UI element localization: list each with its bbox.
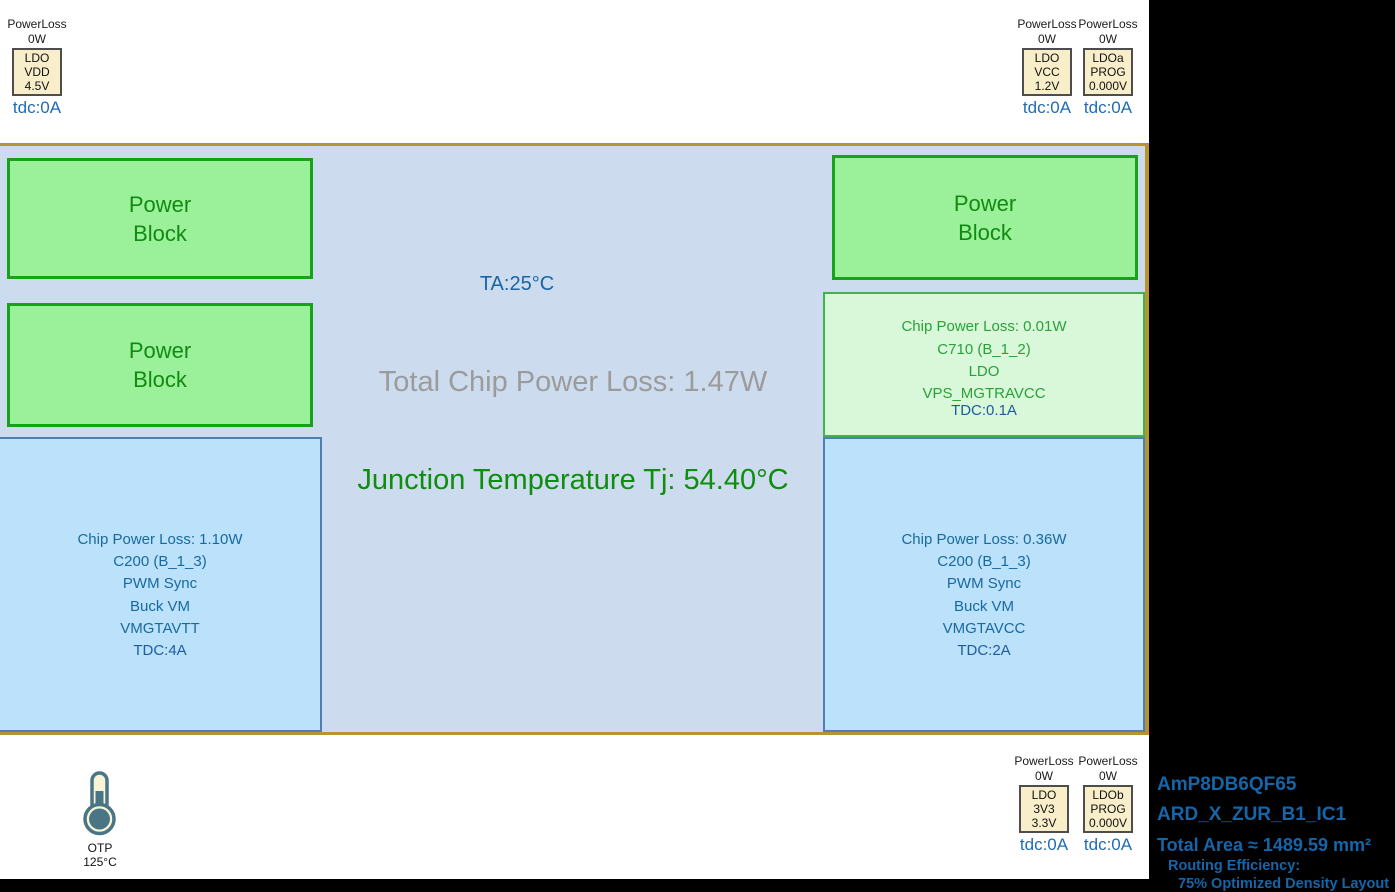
ldo-type: LDO bbox=[1034, 51, 1060, 65]
rail-part: C200 (B_1_3) bbox=[937, 552, 1031, 570]
ldoa-prog-box[interactable]: LDOa PROG 0.000V bbox=[1083, 48, 1133, 96]
tdc-value: tdc:0A bbox=[12, 98, 62, 117]
ldo-rail: VDD bbox=[24, 65, 50, 79]
tdc-value: tdc:0A bbox=[1083, 835, 1133, 854]
rail-tdc: TDC:2A bbox=[957, 642, 1011, 660]
tdc-value: tdc:0A bbox=[1083, 98, 1133, 117]
ldo-rail: VCC bbox=[1034, 65, 1060, 79]
powerloss-value: 0W bbox=[1038, 32, 1056, 46]
routing-efficiency-value: 75% Optimized Density Layout bbox=[1178, 876, 1390, 892]
design-name: ARD_X_ZUR_B1_IC1 bbox=[1157, 804, 1347, 825]
total-chip-power-loss-label: Total Chip Power Loss: 1.47W bbox=[378, 366, 768, 398]
total-area-label: Total Area ≈ 1489.59 mm² bbox=[1157, 835, 1371, 855]
rail-name: VPS_MGTRAVCC bbox=[922, 385, 1046, 403]
rail-vps-mgtravcc-block[interactable]: Chip Power Loss: 0.01W C710 (B_1_2) LDO … bbox=[823, 292, 1145, 437]
power-block-top-right[interactable]: Power Block bbox=[832, 155, 1138, 280]
powerloss-label: PowerLoss bbox=[1078, 754, 1138, 768]
rail-part: C710 (B_1_2) bbox=[937, 340, 1031, 358]
ldo-voltage: 4.5V bbox=[24, 79, 50, 93]
junction-temperature-label: Junction Temperature Tj: 54.40°C bbox=[357, 464, 789, 496]
ldo-3v3-box[interactable]: LDO 3V3 3.3V bbox=[1019, 785, 1069, 833]
ldo-vcc-cluster: PowerLoss 0W LDO VCC 1.2V tdc:0A bbox=[1011, 17, 1083, 118]
rail-part: C200 (B_1_3) bbox=[113, 552, 207, 570]
rail-power-loss: Chip Power Loss: 0.01W bbox=[901, 318, 1067, 336]
rail-mode: PWM Sync bbox=[946, 575, 1022, 593]
power-block-mid-left[interactable]: Power Block bbox=[7, 303, 313, 427]
ldo-type: LDO bbox=[1031, 788, 1057, 802]
rail-name: VMGTAVCC bbox=[942, 619, 1026, 637]
power-block-label: Power bbox=[128, 338, 192, 363]
part-number: AmP8DB6QF65 bbox=[1157, 774, 1297, 795]
powerloss-label: PowerLoss bbox=[1017, 17, 1077, 31]
ldo-voltage: 0.000V bbox=[1088, 79, 1128, 93]
power-block-label: Block bbox=[133, 367, 187, 392]
ldo-vdd-cluster: PowerLoss 0W LDO VDD 4.5V tdc:0A bbox=[1, 17, 73, 118]
thermometer-icon[interactable] bbox=[77, 770, 123, 841]
power-block-top-left[interactable]: Power Block bbox=[7, 158, 313, 279]
rail-topology: Buck VM bbox=[129, 597, 190, 615]
ldo-rail: PROG bbox=[1090, 802, 1126, 816]
tdc-value: tdc:0A bbox=[1019, 835, 1069, 854]
powerloss-value: 0W bbox=[28, 32, 46, 46]
ambient-temperature-label: TA:25°C bbox=[479, 273, 555, 295]
rail-mode: PWM Sync bbox=[122, 575, 198, 593]
ldoa-prog-cluster: PowerLoss 0W LDOa PROG 0.000V tdc:0A bbox=[1072, 17, 1144, 118]
ldo-rail: 3V3 bbox=[1033, 802, 1055, 816]
power-block-label: Power bbox=[128, 191, 192, 217]
rail-vmgtavcc-block[interactable]: Chip Power Loss: 0.36W C200 (B_1_3) PWM … bbox=[823, 437, 1145, 732]
ldo-type: LDOb bbox=[1092, 788, 1124, 802]
rail-tdc: TDC:4A bbox=[133, 642, 187, 660]
ldo-type: LDOa bbox=[1092, 51, 1124, 65]
tdc-value: tdc:0A bbox=[1022, 98, 1072, 117]
design-info-panel: AmP8DB6QF65 ARD_X_ZUR_B1_IC1 Total Area … bbox=[1149, 0, 1395, 892]
bottom-black-bar bbox=[0, 879, 1395, 892]
powerloss-value: 0W bbox=[1099, 769, 1117, 783]
rail-vmgtavtt-block[interactable]: Chip Power Loss: 1.10W C200 (B_1_3) PWM … bbox=[0, 437, 322, 732]
ldo-vdd-box[interactable]: LDO VDD 4.5V bbox=[12, 48, 62, 96]
ldo-vcc-box[interactable]: LDO VCC 1.2V bbox=[1022, 48, 1072, 96]
ldo-voltage: 3.3V bbox=[1031, 816, 1057, 830]
ldo-rail: PROG bbox=[1090, 65, 1126, 79]
chip-die-area: Power Block Power Block Power Block TA:2… bbox=[0, 143, 1149, 735]
power-block-label: Block bbox=[958, 219, 1012, 245]
ldo-3v3-cluster: PowerLoss 0W LDO 3V3 3.3V tdc:0A bbox=[1008, 754, 1080, 855]
powerloss-value: 0W bbox=[1035, 769, 1053, 783]
otp-label: OTP bbox=[87, 841, 113, 855]
right-black-panel bbox=[1149, 0, 1395, 892]
powerloss-label: PowerLoss bbox=[1014, 754, 1074, 768]
ldo-voltage: 0.000V bbox=[1088, 816, 1128, 830]
ldo-type: LDO bbox=[24, 51, 50, 65]
otp-temperature: 125°C bbox=[83, 855, 117, 869]
ldo-voltage: 1.2V bbox=[1034, 79, 1060, 93]
rail-topology: LDO bbox=[968, 362, 1000, 380]
ldob-prog-box[interactable]: LDOb PROG 0.000V bbox=[1083, 785, 1133, 833]
powerloss-label: PowerLoss bbox=[1078, 17, 1138, 31]
powerloss-label: PowerLoss bbox=[7, 17, 67, 31]
ldob-prog-cluster: PowerLoss 0W LDOb PROG 0.000V tdc:0A bbox=[1072, 754, 1144, 855]
otp-indicator: OTP 125°C bbox=[62, 770, 138, 869]
rail-power-loss: Chip Power Loss: 1.10W bbox=[77, 530, 243, 548]
powerloss-value: 0W bbox=[1099, 32, 1117, 46]
power-block-label: Power bbox=[953, 190, 1017, 216]
rail-topology: Buck VM bbox=[953, 597, 1014, 615]
rail-tdc: TDC:0.1A bbox=[951, 402, 1017, 420]
rail-name: VMGTAVTT bbox=[120, 619, 200, 637]
rail-power-loss: Chip Power Loss: 0.36W bbox=[901, 530, 1067, 548]
routing-efficiency-label: Routing Efficiency: bbox=[1168, 858, 1301, 874]
power-block-label: Block bbox=[133, 220, 187, 246]
